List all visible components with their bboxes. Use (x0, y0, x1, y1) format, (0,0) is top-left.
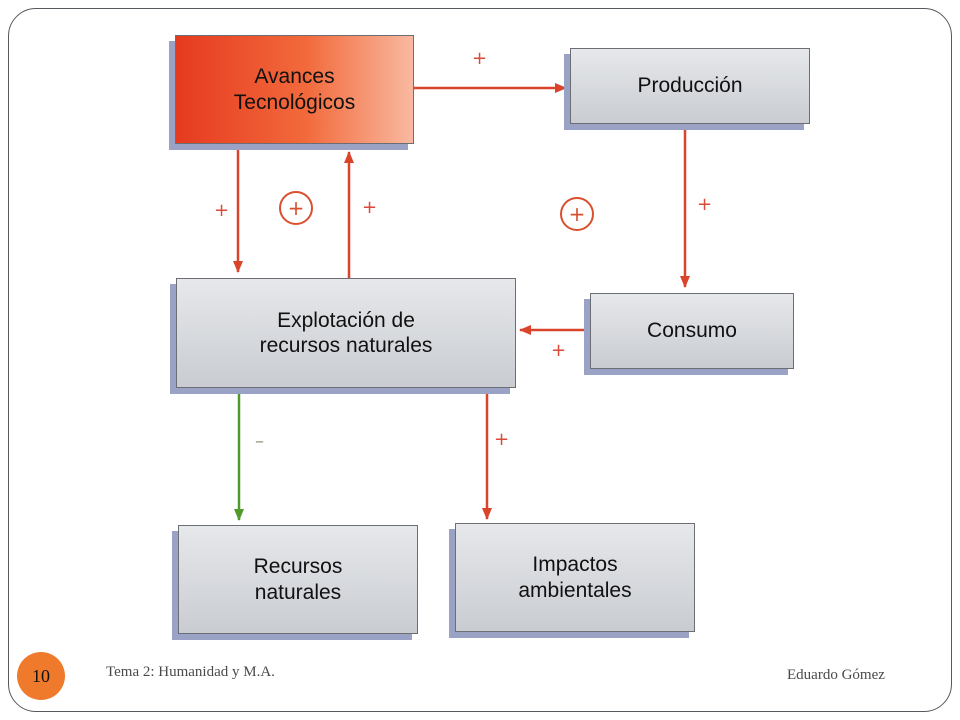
box-label: Producción (637, 74, 743, 98)
box-label: Explotación de recursos naturales (259, 308, 433, 357)
box-label: Avances Tecnológicos (233, 65, 356, 114)
box-explotacion-recursos: Explotación de recursos naturales (176, 278, 516, 388)
box-produccion: Producción (570, 48, 810, 124)
page-number: 10 (32, 665, 50, 686)
sign-produccion-consumo: + (697, 194, 713, 215)
page-number-badge: 10 (17, 652, 65, 700)
box-recursos-naturales: Recursos naturales (178, 525, 418, 634)
footer-author: Eduardo Gómez (787, 667, 885, 683)
sign-explotacion-impactos: + (494, 429, 510, 450)
box-avances-tecnologicos: Avances Tecnológicos (175, 35, 414, 144)
box-label: Consumo (647, 319, 737, 343)
loop-sign-right: + (560, 197, 594, 231)
loop-sign-left: + (279, 191, 313, 225)
box-consumo: Consumo (590, 293, 794, 369)
box-label: Recursos naturales (253, 555, 343, 604)
footer-course-title: Tema 2: Humanidad y M.A. (106, 664, 275, 680)
sign-consumo-explotacion: + (551, 340, 567, 361)
box-label: Impactos ambientales (518, 553, 632, 602)
sign-explotacion-avances: + (362, 197, 378, 218)
box-impactos-ambientales: Impactos ambientales (455, 523, 695, 632)
sign-explotacion-recursos: – (255, 431, 264, 452)
sign-avances-explotacion: + (214, 200, 230, 221)
sign-avances-produccion: + (472, 48, 488, 69)
